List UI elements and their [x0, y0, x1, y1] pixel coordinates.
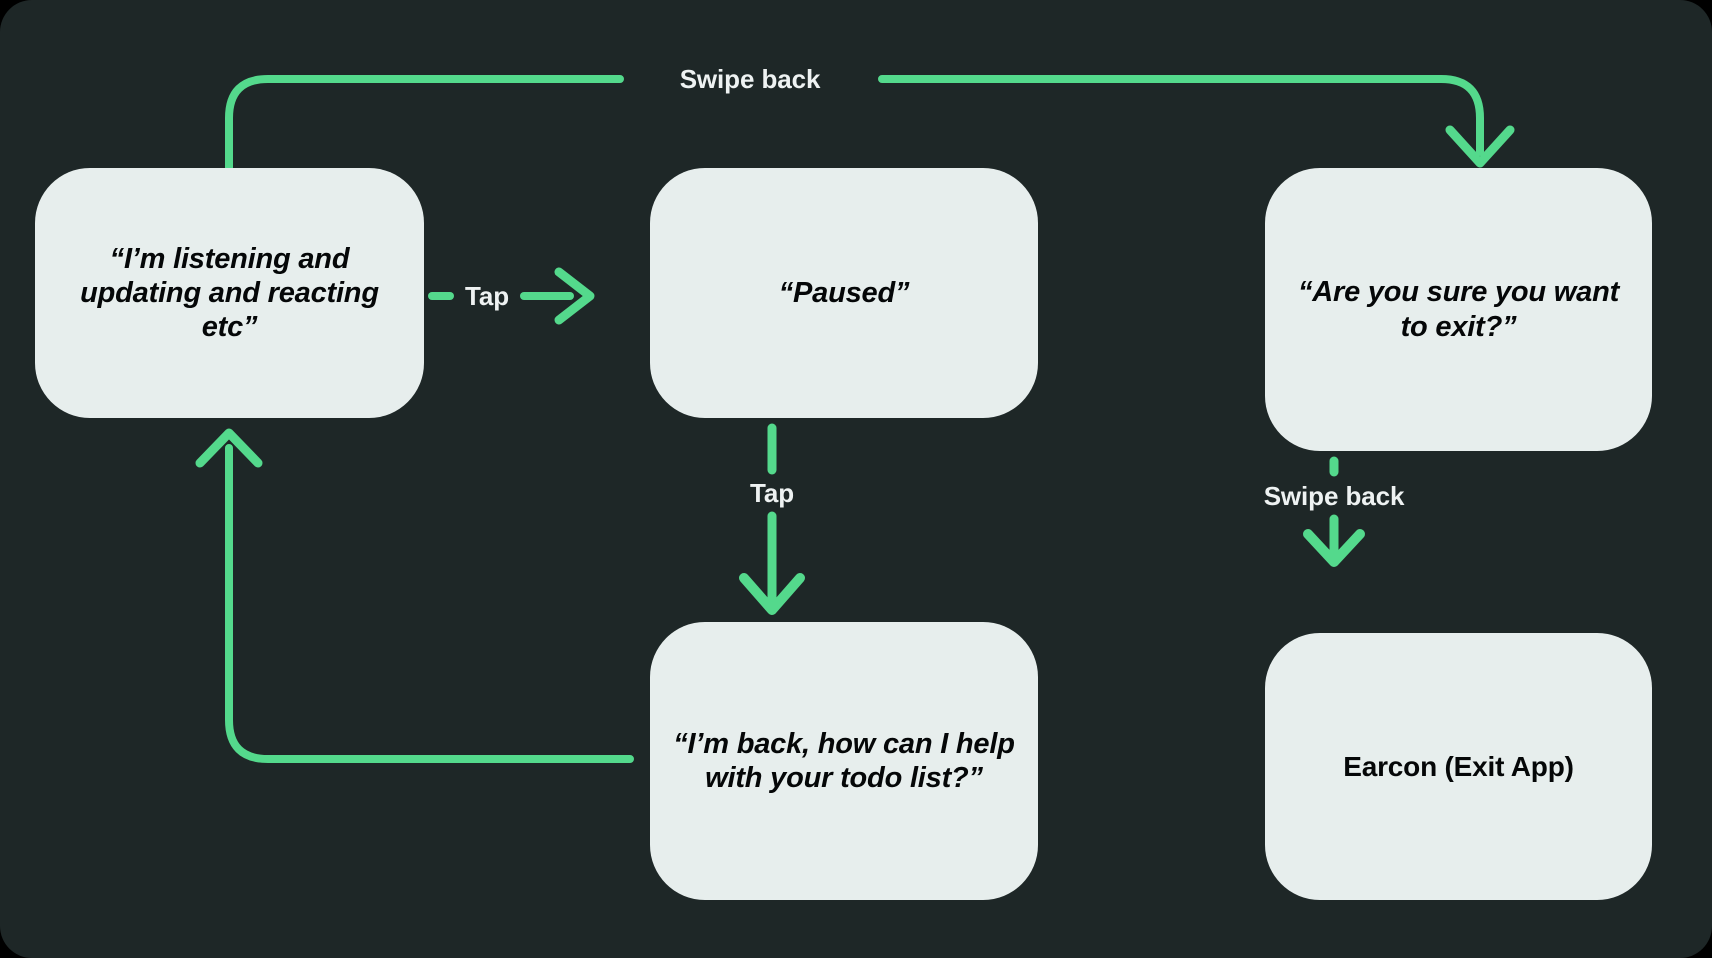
- edge-listening-to-paused: [428, 267, 595, 325]
- edge-label-swipe-back-top: Swipe back: [679, 64, 821, 94]
- node-paused[interactable]: “Paused”: [650, 168, 1038, 418]
- node-back[interactable]: “I’m back, how can I help with your todo…: [650, 622, 1038, 900]
- node-back-label: “I’m back, how can I help with your todo…: [673, 727, 1015, 794]
- node-paused-label: “Paused”: [778, 276, 910, 309]
- node-listening[interactable]: “I’m listening and updating and reacting…: [35, 168, 424, 418]
- edge-back-to-listening: [195, 428, 634, 763]
- node-earcon-label: Earcon (Exit App): [1343, 750, 1574, 782]
- edge-paused-to-back: [739, 423, 805, 615]
- node-earcon[interactable]: Earcon (Exit App): [1265, 633, 1652, 900]
- node-listening-label: “I’m listening and updating and reacting…: [80, 242, 379, 344]
- node-confirm[interactable]: “Are you sure you want to exit?”: [1265, 168, 1652, 451]
- edge-label-tap-right: Tap: [465, 281, 509, 311]
- edge-confirm-to-earcon: [1303, 456, 1365, 567]
- node-confirm-label: “Are you sure you want to exit?”: [1297, 276, 1620, 343]
- edge-listening-to-confirm: [225, 75, 1515, 176]
- edge-label-swipe-back-bottom: Swipe back: [1263, 481, 1405, 511]
- edge-label-tap-down: Tap: [750, 478, 794, 508]
